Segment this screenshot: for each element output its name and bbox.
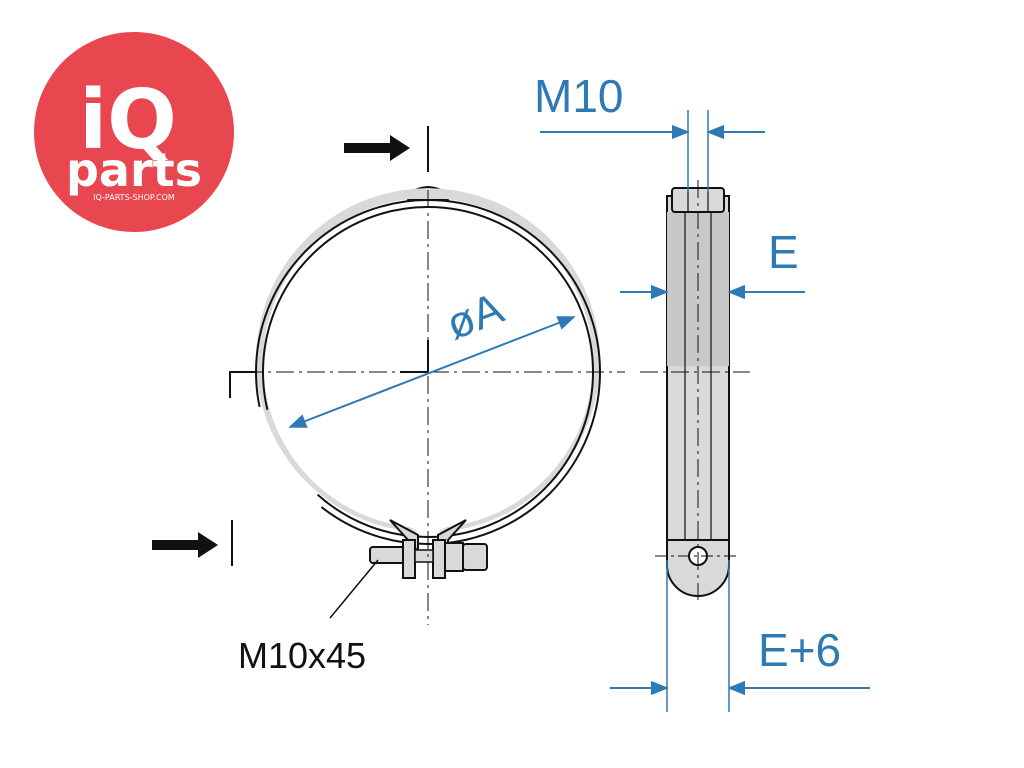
logo-website: IQ-PARTS-SHOP.COM [93,193,175,202]
bolt-washer-right [432,539,446,579]
section-arrow-top [344,135,410,161]
clamp-side-view: M10 E E+6 [534,70,870,712]
bolt-shank [414,549,434,563]
hex-nut [444,542,464,572]
bolt-washer-left [402,539,416,579]
iq-parts-logo: iQ parts IQ-PARTS-SHOP.COM [34,32,234,232]
m10-label: M10 [534,70,623,122]
e6-label: E+6 [758,624,841,676]
diameter-label: øA [440,283,511,349]
bolt-label: M10x45 [238,635,366,676]
bolt-leader-line [329,559,379,619]
clamp-front-view: øA M10x45 [152,126,625,676]
section-mark-left [229,371,256,398]
diameter-dimension-line [288,316,576,428]
logo-circle [34,32,234,232]
bolt-end [462,543,488,571]
section-arrow-bottom [152,532,218,558]
logo-brand-top: iQ [79,73,177,168]
e-label: E [768,226,799,278]
logo-brand-bottom: parts [66,143,202,197]
